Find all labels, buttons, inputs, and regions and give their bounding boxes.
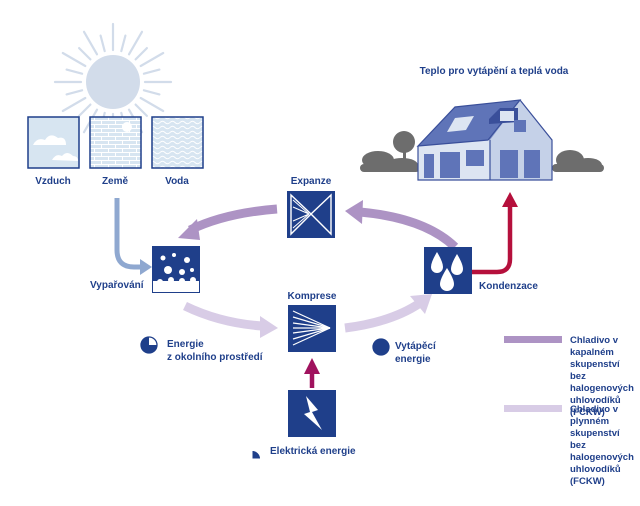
gas-refrigerant-arrow <box>183 301 263 331</box>
sun-ray <box>65 68 84 75</box>
air-source-label: Vzduch <box>35 176 71 187</box>
sun-ray <box>99 34 106 53</box>
sun-ray <box>142 89 161 96</box>
cloud-icon <box>52 153 78 161</box>
legend-liquid-text: Chladivo v kapalném skupenství bez halog… <box>570 335 640 419</box>
legend-liquid-swatch <box>504 336 562 343</box>
electric-energy-icon <box>252 451 260 459</box>
air-source-tile <box>27 116 80 169</box>
source-arrow <box>114 198 140 270</box>
heating-energy-icon <box>372 338 390 356</box>
sun-ray <box>61 96 87 113</box>
sun-ray <box>82 30 99 56</box>
condensation-label: Kondenzace <box>479 281 538 292</box>
water-source-label: Voda <box>165 176 189 187</box>
sun-ray <box>65 89 84 96</box>
sun-ray <box>134 103 148 118</box>
environment-energy-icon <box>140 336 158 354</box>
sun-ray <box>139 96 165 113</box>
gas-refrigerant-arrow <box>344 299 423 333</box>
expansion-label: Expanze <box>290 176 332 187</box>
sun-ray <box>77 103 92 118</box>
expansion-valve-icon <box>287 191 335 238</box>
legend-gas-swatch <box>504 405 562 412</box>
legend-gas-line: bez halogenových <box>570 440 634 463</box>
house-title: Teplo pro vytápění a teplá voda <box>419 66 569 77</box>
cloud-icon <box>33 135 66 145</box>
legend-gas-line: uhlovodíků (FCKW) <box>570 464 621 487</box>
legend-gas-line: Chladivo v plynném <box>570 404 619 427</box>
sun-ray <box>120 34 127 53</box>
environment-energy-label-2: z okolního prostředí <box>167 352 263 363</box>
sun-ray <box>139 51 165 68</box>
legend-liquid-line: Chladivo v kapalném <box>570 335 619 358</box>
water-drops-icon <box>424 247 472 294</box>
heat-output-arrow <box>470 205 513 275</box>
sun-ray <box>61 51 87 68</box>
evaporation-label: Vypařování <box>90 280 144 291</box>
sun-ray <box>142 68 161 75</box>
legend-liquid-line: bez halogenových <box>570 371 634 394</box>
heating-energy-label-1: Vytápěcí <box>395 341 436 352</box>
liquid-refrigerant-arrow <box>188 204 278 235</box>
house-icon <box>416 99 553 181</box>
water-source-tile <box>151 116 204 169</box>
sun-ray <box>77 46 92 61</box>
environment-energy-label-1: Energie <box>167 339 204 350</box>
earth-source-label: Země <box>101 176 129 187</box>
liquid-refrigerant-arrow <box>359 207 459 251</box>
heating-energy-label-2: energie <box>395 354 431 365</box>
evaporation-bubbles-icon <box>152 246 200 293</box>
legend-liquid-line: uhlovodíků (FCKW) <box>570 395 621 418</box>
sun-ray <box>134 46 148 61</box>
lightning-icon <box>288 390 336 437</box>
sun-icon <box>53 22 173 142</box>
sun-ray <box>127 30 144 56</box>
earth-source-tile <box>89 116 142 169</box>
compressor-icon <box>288 305 336 352</box>
compression-label: Komprese <box>287 291 337 302</box>
legend-gas-line: skupenství <box>570 428 620 439</box>
electric-energy-label: Elektrická energie <box>270 446 356 457</box>
tree-icon <box>360 131 604 172</box>
legend-liquid-line: skupenství <box>570 359 620 370</box>
legend-gas-text: Chladivo v plynném skupenství bez haloge… <box>570 404 640 488</box>
